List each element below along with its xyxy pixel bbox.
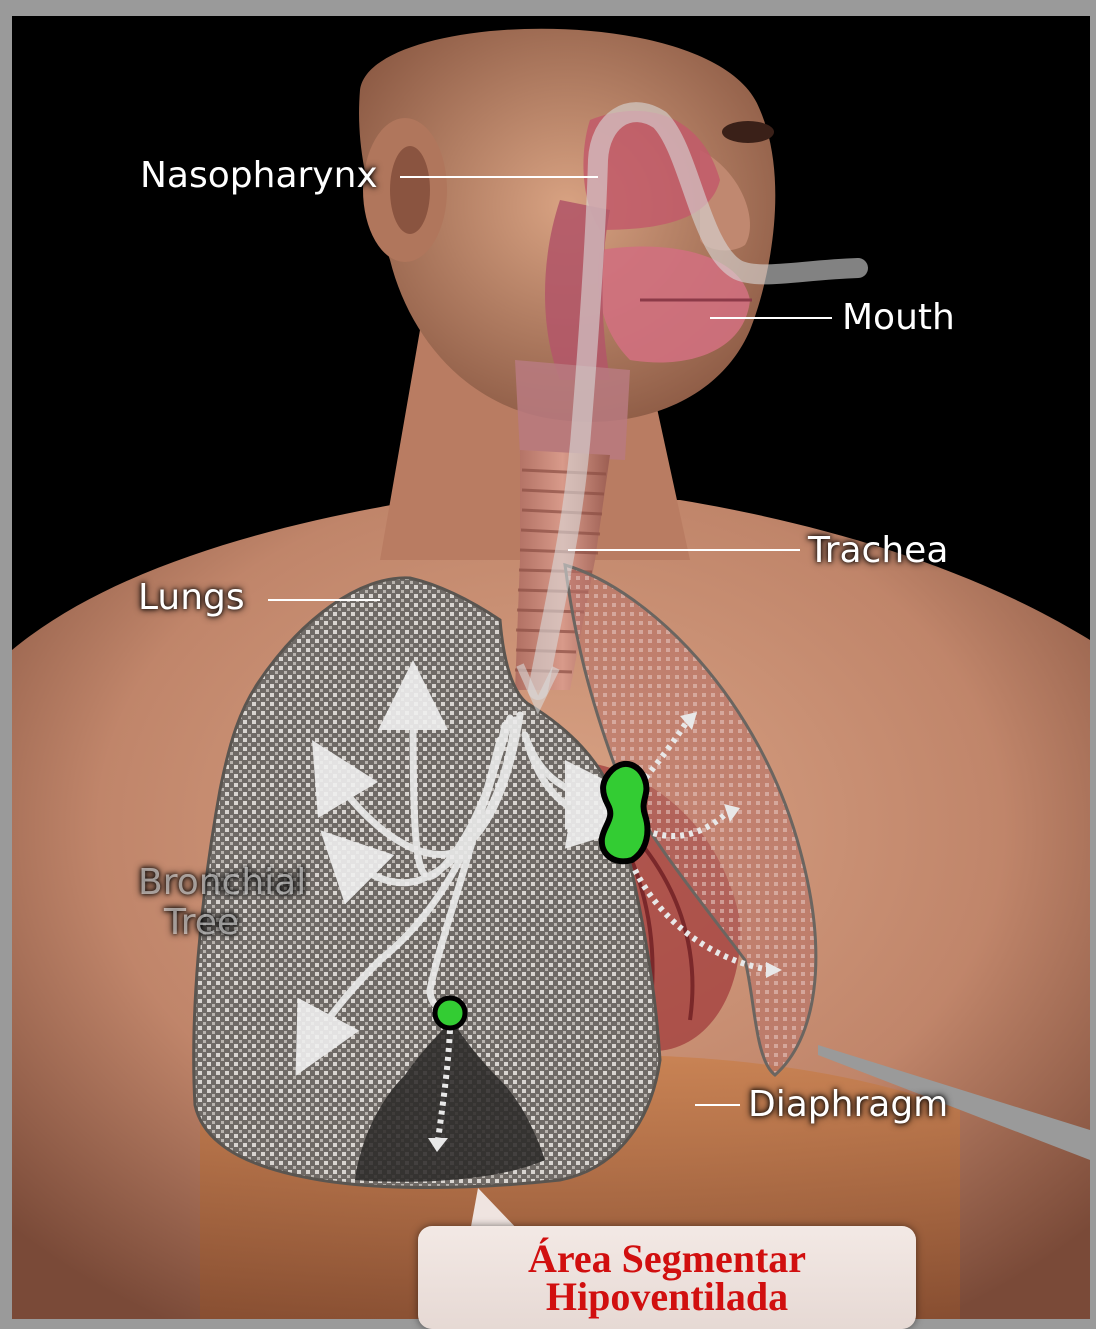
hypoventilated-area-callout: Área Segmentar Hipoventilada [418, 1226, 916, 1329]
label-diaphragm: Diaphragm [748, 1087, 948, 1123]
label-bronchial-tree-line2: Tree [164, 904, 239, 942]
label-trachea: Trachea [808, 533, 948, 569]
label-bronchial-tree-line1: Bronchial [138, 864, 306, 902]
callout-line-1: Área Segmentar [528, 1240, 806, 1278]
callout-line-2: Hipoventilada [546, 1278, 788, 1316]
label-mouth: Mouth [842, 300, 955, 336]
anatomy-scene: Nasopharynx Mouth Trachea Lungs Bronchia… [12, 16, 1090, 1319]
segmental-obstruction-dot [435, 998, 465, 1028]
label-lungs: Lungs [138, 580, 245, 616]
label-nasopharynx: Nasopharynx [140, 158, 378, 194]
obstruction-marker [602, 764, 648, 861]
